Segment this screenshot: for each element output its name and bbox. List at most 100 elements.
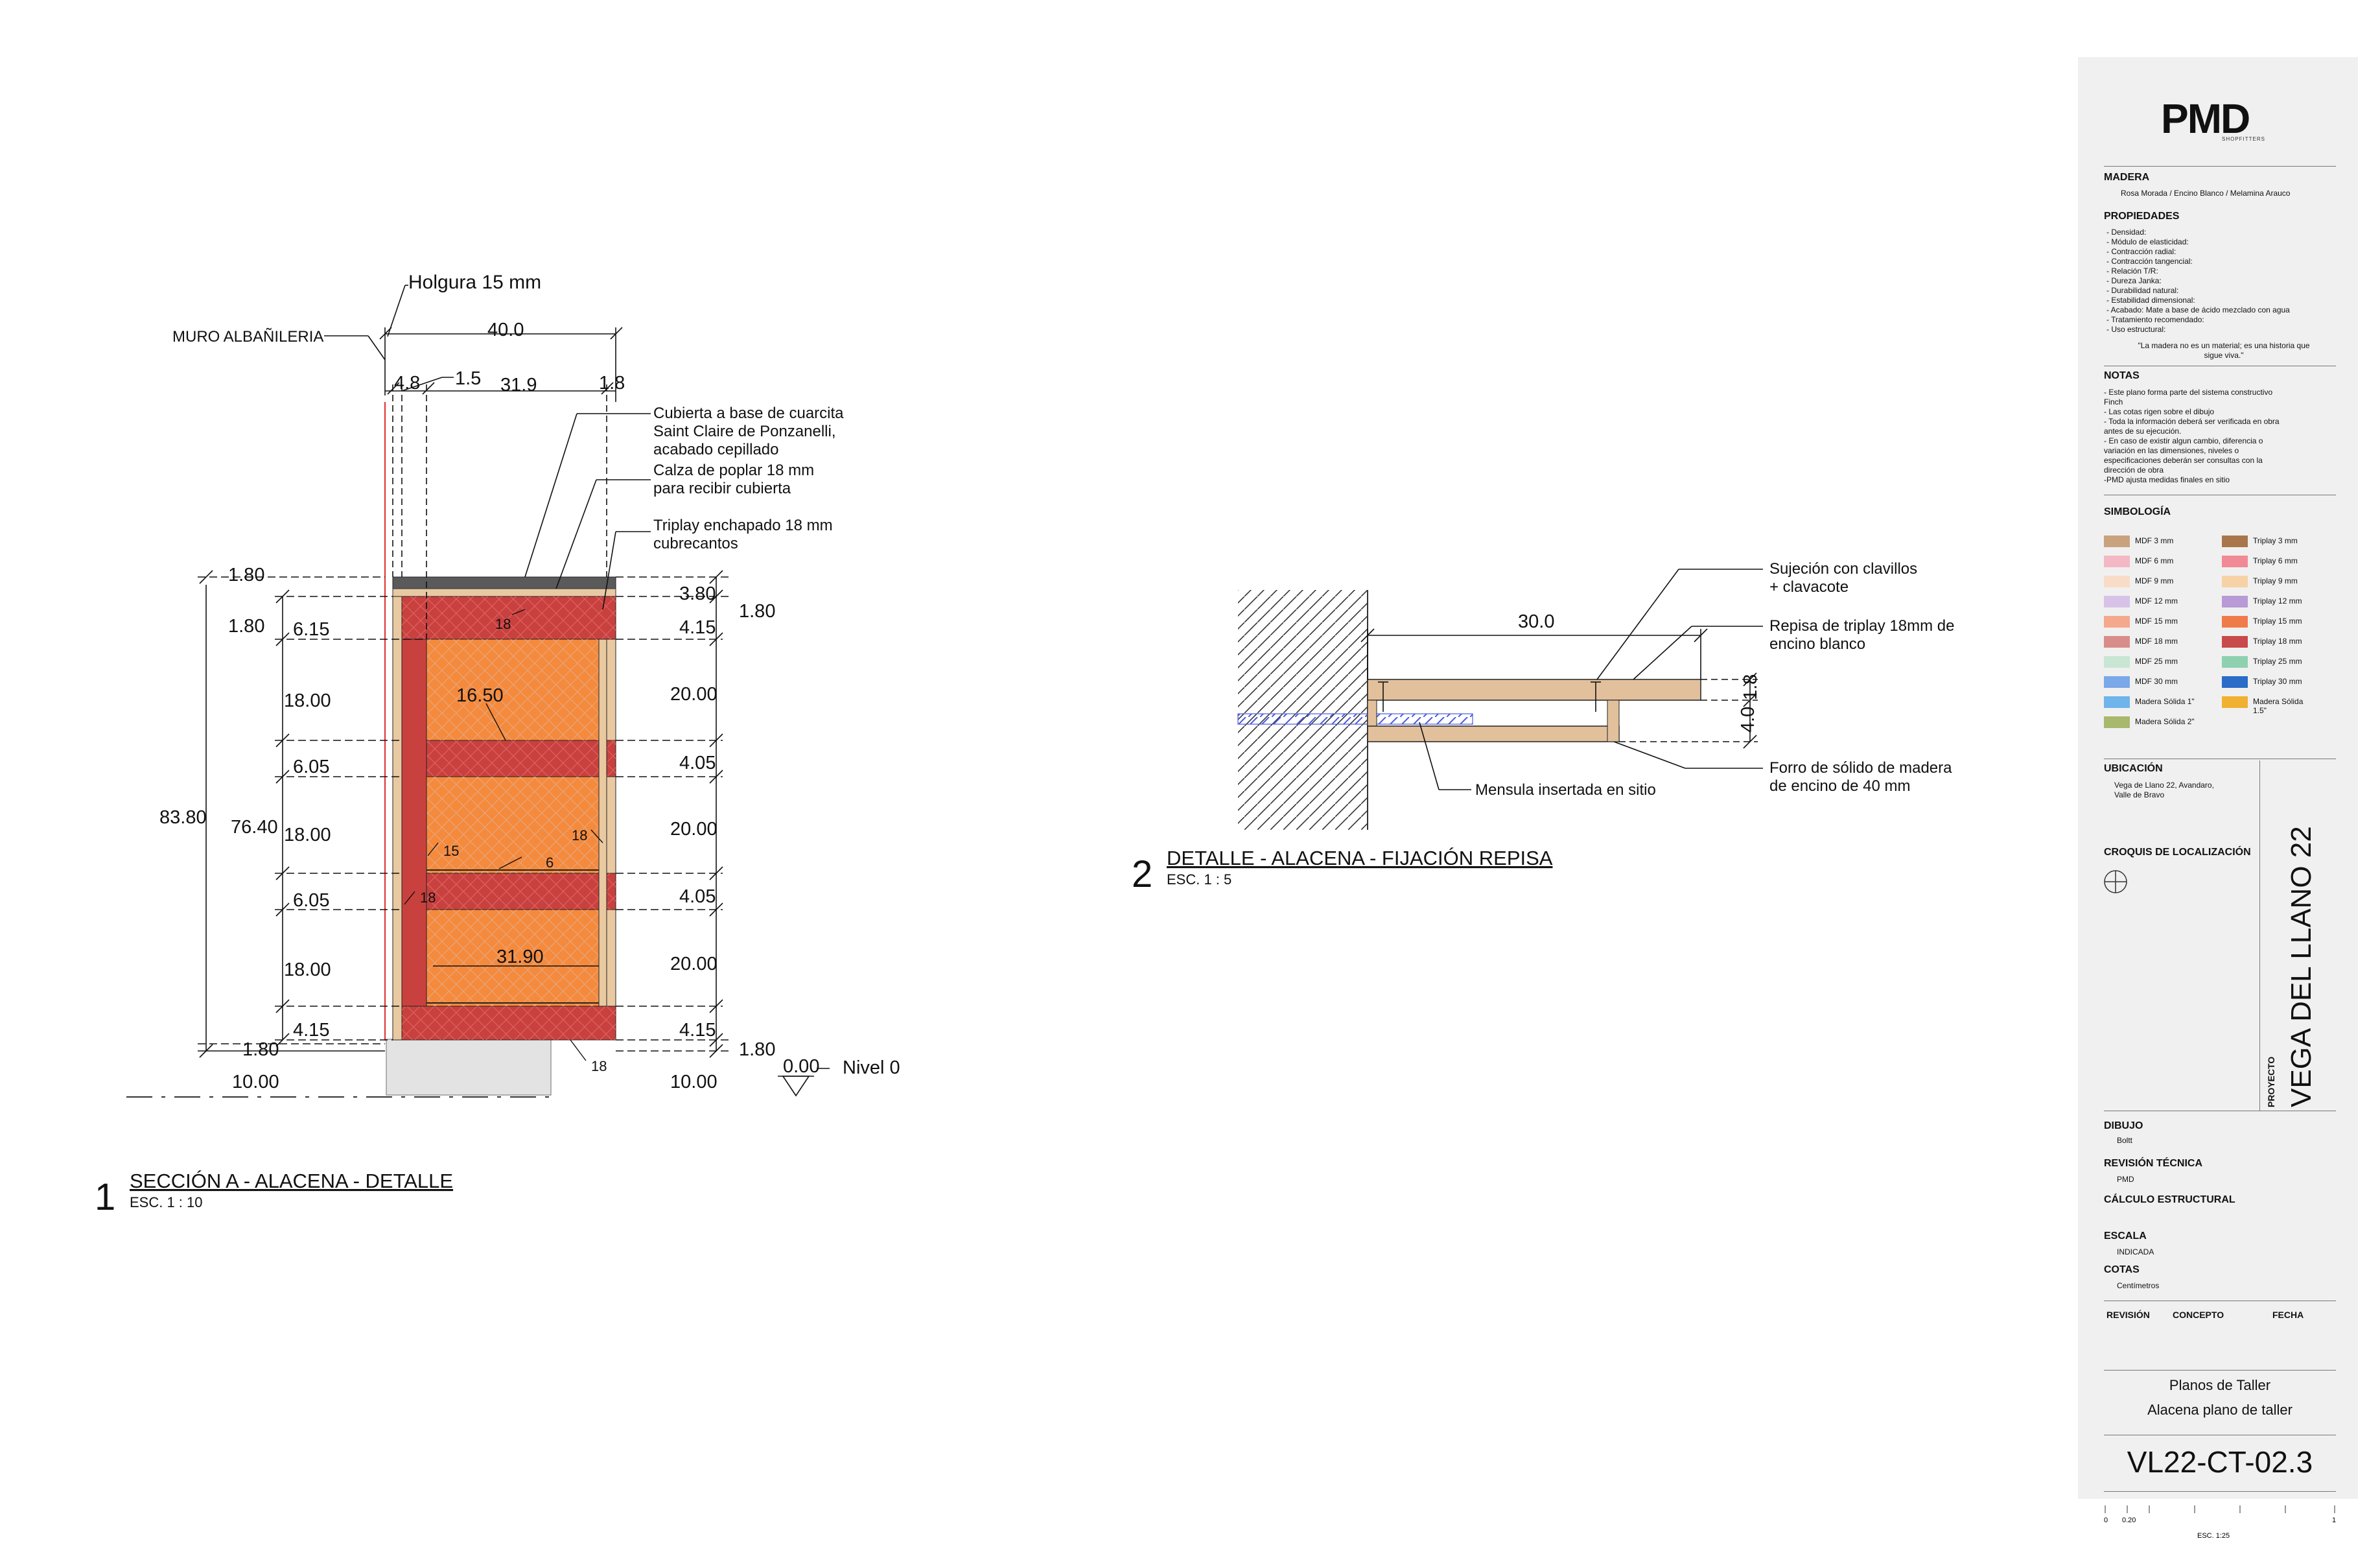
dim-right-4-05-b: 4.05 (679, 886, 716, 907)
legend-label: MDF 18 mm (2135, 637, 2178, 646)
cubierta-label-line1: Cubierta a base de cuarcita (653, 405, 844, 422)
dim-left-6-05-a: 6.05 (293, 757, 329, 777)
legend-swatch (2104, 716, 2130, 728)
pmd-logo: PMD (2161, 95, 2250, 142)
escala-heading: ESCALA (2104, 1231, 2147, 1242)
dim-30-0: 30.0 (1518, 611, 1554, 632)
dim-4-8: 4.8 (394, 373, 420, 394)
project-name: VEGA DEL LLANO 22 (2285, 826, 2317, 1107)
dim-right-20-00-c: 20.00 (670, 954, 718, 974)
dim-right-4-15-bottom: 4.15 (679, 1020, 716, 1041)
legend-label: MDF 30 mm (2135, 677, 2178, 686)
plano-name: Alacena plano de taller (2147, 1402, 2292, 1418)
legend-label: MDF 12 mm (2135, 596, 2178, 606)
tag-6: 6 (546, 854, 554, 871)
legend-label: Triplay 3 mm (2253, 536, 2298, 545)
cubierta-label-line3: acabado cepillado (653, 441, 779, 458)
dim-left-10-00: 10.00 (232, 1072, 279, 1092)
legend-label: Triplay 9 mm (2253, 576, 2298, 585)
legend-label: MDF 25 mm (2135, 657, 2178, 666)
dim-total-width: 40.0 (487, 320, 524, 340)
legend-label: Triplay 15 mm (2253, 617, 2302, 626)
ubicacion-text: Vega de Llano 22, Avandaro, Valle de Bra… (2114, 781, 2214, 799)
location-crosshair-icon (2104, 870, 2127, 893)
tag-18-left: 18 (420, 889, 436, 906)
legend-swatch (2104, 596, 2130, 607)
view-1-title: SECCIÓN A - ALACENA - DETALLE (130, 1170, 453, 1192)
legend-swatch (2222, 696, 2248, 708)
dim-left-1-80-bottom: 1.80 (242, 1039, 279, 1060)
propiedades-list: - Densidad: - Módulo de elasticidad: - C… (2106, 228, 2290, 334)
planos-de-taller: Planos de Taller (2169, 1377, 2271, 1393)
legend-label: Triplay 6 mm (2253, 556, 2298, 565)
revision-tecnica-heading: REVISIÓN TÉCNICA (2104, 1158, 2203, 1169)
pmd-logo-subtitle: SHOPFITTERS (2222, 136, 2266, 142)
calza-label-line2: para recibir cubierta (653, 480, 791, 497)
dim-right-3-80: 3.80 (679, 583, 716, 604)
legend-swatch (2104, 536, 2130, 547)
legend-swatch (2104, 656, 2130, 668)
dim-left-1-80-b: 1.80 (228, 616, 264, 637)
dim-4-0-v2: 4.0 (1738, 707, 1758, 733)
cubierta-label-line2: Saint Claire de Ponzanelli, (653, 423, 836, 440)
sheet-number: VL22-CT-02.3 (2127, 1445, 2313, 1479)
tag-18-top: 18 (495, 616, 511, 632)
madera-text: Rosa Morada / Encino Blanco / Melamina A… (2121, 189, 2291, 198)
ubicacion-heading: UBICACIÓN (2104, 763, 2163, 774)
dim-1-5: 1.5 (455, 368, 481, 389)
dim-inner-16-50: 16.50 (456, 685, 504, 706)
legend-label: MDF 9 mm (2135, 576, 2174, 585)
legend-swatch (2222, 616, 2248, 628)
legend-swatch (2222, 656, 2248, 668)
revision-col: REVISIÓN (2106, 1310, 2150, 1320)
dim-right-10-00: 10.00 (670, 1072, 718, 1092)
legend-swatch (2222, 596, 2248, 607)
dim-31-9: 31.9 (500, 375, 537, 395)
legend-label: Triplay 12 mm (2253, 596, 2302, 606)
dim-76-40: 76.40 (231, 817, 278, 838)
legend-swatch (2222, 536, 2248, 547)
scale-tick-0: 0 (2104, 1516, 2108, 1524)
dim-right-1-80-top: 1.80 (739, 601, 775, 622)
quote-text: "La madera no es un material; es una his… (2138, 341, 2310, 360)
plinth (386, 1039, 552, 1096)
legend-label: MDF 15 mm (2135, 617, 2178, 626)
triplay-label-line2: cubrecantos (653, 535, 738, 552)
dim-left-6-05-b: 6.05 (293, 890, 329, 911)
mensula-label: Mensula insertada en sitio (1475, 781, 1656, 799)
notas-heading: NOTAS (2104, 370, 2140, 381)
legend-swatch (2222, 636, 2248, 648)
view-1-scale: ESC. 1 : 10 (130, 1194, 203, 1210)
holgura-label: Holgura 15 mm (408, 272, 541, 293)
dim-inner-31-90: 31.90 (496, 947, 544, 967)
legend-label: MDF 3 mm (2135, 536, 2174, 545)
sujecion-label-line1: Sujeción con clavillos (1769, 560, 1917, 578)
tag-15: 15 (443, 843, 459, 859)
calza-label-line1: Calza de poplar 18 mm (653, 462, 814, 479)
view-1-number: 1 (95, 1176, 115, 1218)
legend-label: Triplay 30 mm (2253, 677, 2302, 686)
view-2-title: DETALLE - ALACENA - FIJACIÓN REPISA (1167, 847, 1553, 869)
nivel-value: 0.00 (783, 1056, 819, 1077)
bracket-insert (1237, 713, 1473, 725)
madera-heading: MADERA (2104, 172, 2150, 183)
section-a-cabinet-detail: Holgura 15 mm MURO ALBAÑILERIA 40.0 4.8 … (95, 272, 900, 1218)
croquis-heading: CROQUIS DE LOCALIZACIÓN (2104, 847, 2251, 858)
dim-left-18-00-b: 18.00 (284, 825, 331, 845)
calculo-heading: CÁLCULO ESTRUCTURAL (2104, 1194, 2235, 1205)
legend-swatch (2222, 676, 2248, 688)
repisa-label-line1: Repisa de triplay 18mm de (1769, 617, 1954, 635)
legend-swatch (2104, 576, 2130, 587)
legend-swatch (2104, 696, 2130, 708)
proyecto-label: PROYECTO (2266, 1056, 2276, 1107)
concepto-col: CONCEPTO (2173, 1310, 2224, 1320)
view-2-number: 2 (1132, 853, 1152, 895)
dim-1-8-v2: 1.8 (1740, 674, 1761, 700)
legend-swatch (2104, 636, 2130, 648)
scale-tick-020: 0.20 (2122, 1516, 2136, 1524)
dim-right-4-05-a: 4.05 (679, 753, 716, 773)
nivel-label: Nivel 0 (843, 1057, 900, 1078)
legend-swatch (2222, 576, 2248, 587)
repisa-label-line2: encino blanco (1769, 635, 1865, 653)
shelf-board (1367, 679, 1701, 701)
